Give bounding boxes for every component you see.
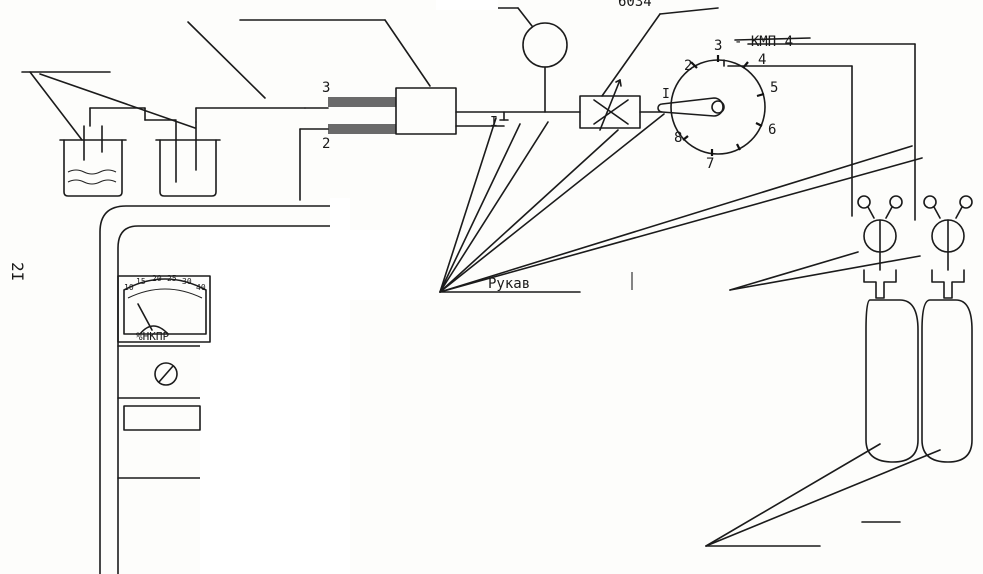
regulator-label: 6034 bbox=[618, 0, 652, 10]
bubbler-vessel-right bbox=[144, 107, 306, 197]
adjust-screw-icon bbox=[154, 362, 178, 386]
flow-regulator bbox=[579, 7, 719, 131]
gas-cylinder-right bbox=[921, 195, 973, 463]
meter-scale-label: %НКПР bbox=[136, 330, 169, 343]
switch-pos-4: 4 bbox=[758, 52, 766, 68]
label-leaders-top-left bbox=[21, 19, 431, 141]
gas-cylinder-left bbox=[857, 195, 919, 463]
analyzer-meter bbox=[117, 275, 211, 343]
meter-tick-10: 10 bbox=[124, 283, 134, 292]
meter-tick-15: 15 bbox=[136, 277, 146, 286]
port-label-top: 3 bbox=[322, 80, 330, 96]
switch-inlet-label: I bbox=[662, 87, 670, 102]
leader-fan-sleeve bbox=[439, 113, 923, 293]
switch-pos-3: 3 bbox=[714, 38, 722, 54]
analyzer-body bbox=[99, 205, 333, 574]
switch-pos-5: 5 bbox=[770, 80, 778, 96]
ip-gauge bbox=[522, 22, 568, 68]
supply-lines bbox=[723, 43, 916, 221]
switch-pos-8: 8 bbox=[674, 130, 682, 146]
gas-line bbox=[455, 111, 581, 127]
kmp4-label: - КМП 4 bbox=[734, 34, 793, 50]
sensor-box bbox=[395, 87, 457, 135]
meter-tick-20: 20 bbox=[152, 274, 162, 283]
page-number: 2I bbox=[8, 262, 27, 281]
analyzer-window bbox=[123, 405, 201, 431]
meter-tick-30: 30 bbox=[182, 277, 192, 286]
kmp4-switch bbox=[657, 55, 766, 156]
port-label-bottom: 2 bbox=[322, 136, 330, 152]
switch-pos-2: 2 bbox=[684, 58, 692, 74]
switch-pos-7: 7 bbox=[706, 156, 714, 172]
meter-tick-40: 40 bbox=[196, 283, 206, 292]
leader-cylinders bbox=[705, 443, 941, 547]
hose-connections bbox=[299, 97, 396, 201]
switch-pos-6: 6 bbox=[768, 122, 776, 138]
sleeve-label: Рукав bbox=[488, 276, 530, 292]
meter-tick-25: 25 bbox=[167, 274, 177, 283]
bubbler-vessel-left bbox=[59, 107, 146, 197]
